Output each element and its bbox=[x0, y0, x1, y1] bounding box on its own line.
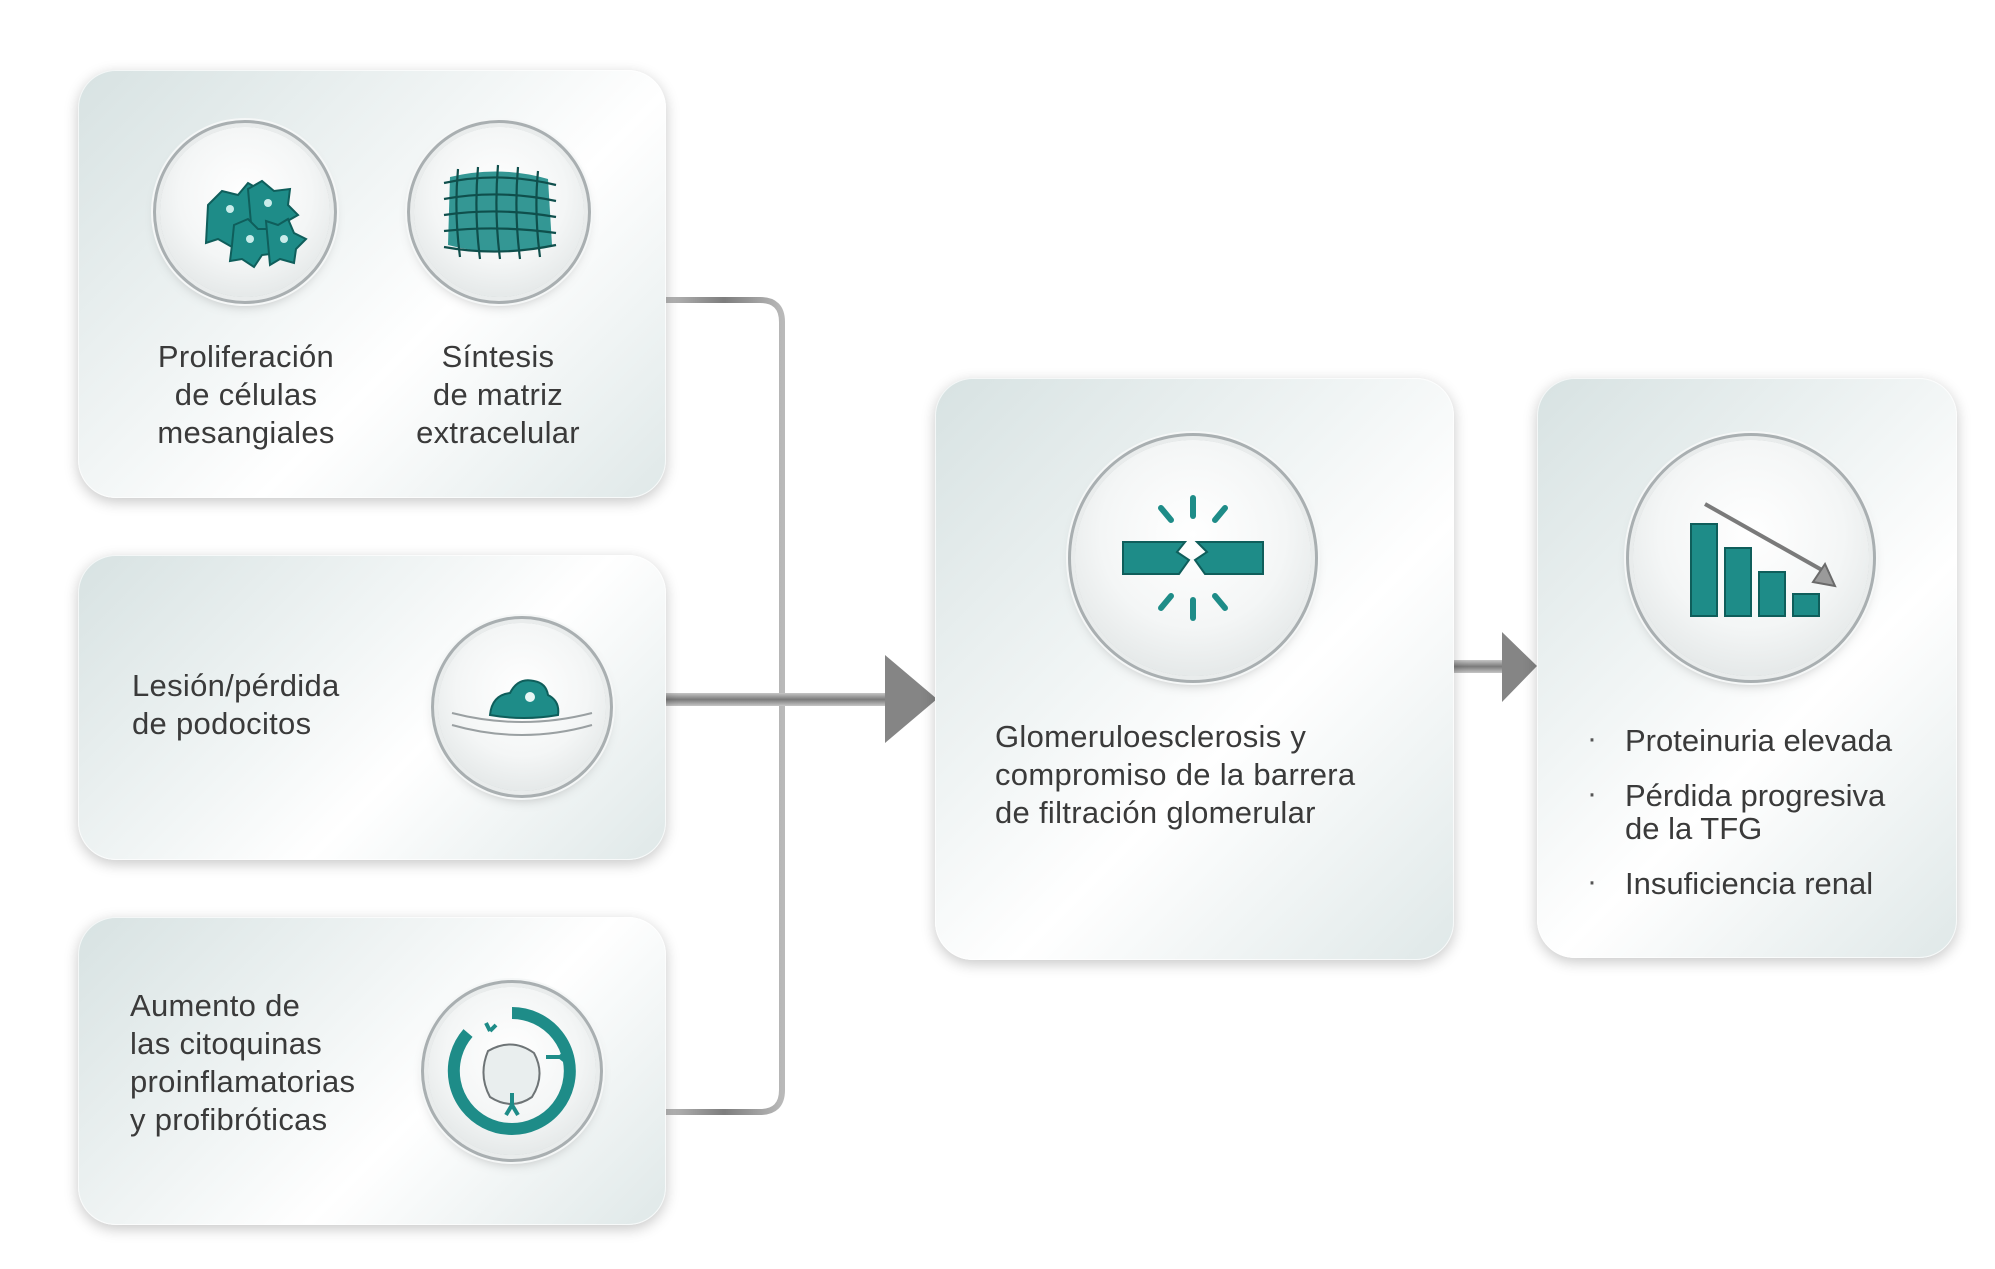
broken-barrier-icon bbox=[1075, 440, 1311, 676]
list-item: Insuficiencia renal bbox=[1587, 865, 1947, 900]
card-mesangial-matrix: Proliferación de células mesangiales Sín… bbox=[78, 70, 666, 498]
list-item: Proteinuria elevada bbox=[1587, 722, 1947, 757]
extracellular-matrix-icon bbox=[414, 127, 584, 297]
mesangial-proliferation-label: Proliferación de células mesangiales bbox=[157, 339, 335, 450]
podocyte-injury-label: Lesión/pérdida de podocitos bbox=[132, 668, 340, 741]
glomerulosclerosis-label: Glomeruloesclerosis y compromiso de la b… bbox=[995, 719, 1356, 830]
cause-to-middle-arrow-head bbox=[885, 655, 937, 743]
podocyte-icon bbox=[438, 623, 606, 791]
list-item: Pérdida progresiva de la TFG bbox=[1587, 777, 1947, 845]
card-podocyte-injury: Lesión/pérdida de podocitos bbox=[78, 555, 666, 860]
card-outcomes: Proteinuria elevada Pérdida progresiva d… bbox=[1537, 378, 1957, 958]
card-cytokines: Aumento de las citoquinas proinflamatori… bbox=[78, 917, 666, 1225]
outcome-list: Proteinuria elevada Pérdida progresiva d… bbox=[1587, 722, 1947, 922]
mesangial-cells-icon bbox=[160, 127, 330, 297]
middle-to-outcome-arrow-shaft bbox=[1454, 660, 1509, 673]
declining-bar-chart-icon bbox=[1633, 440, 1869, 676]
cause-to-middle-arrow-shaft bbox=[666, 693, 896, 706]
card-glomerulosclerosis: Glomeruloesclerosis y compromiso de la b… bbox=[935, 378, 1454, 960]
matrix-synthesis-label: Síntesis de matriz extracelular bbox=[416, 339, 580, 450]
cytokines-icon bbox=[428, 987, 596, 1155]
cytokines-label: Aumento de las citoquinas proinflamatori… bbox=[130, 988, 356, 1137]
middle-to-outcome-arrow-head bbox=[1502, 632, 1537, 702]
